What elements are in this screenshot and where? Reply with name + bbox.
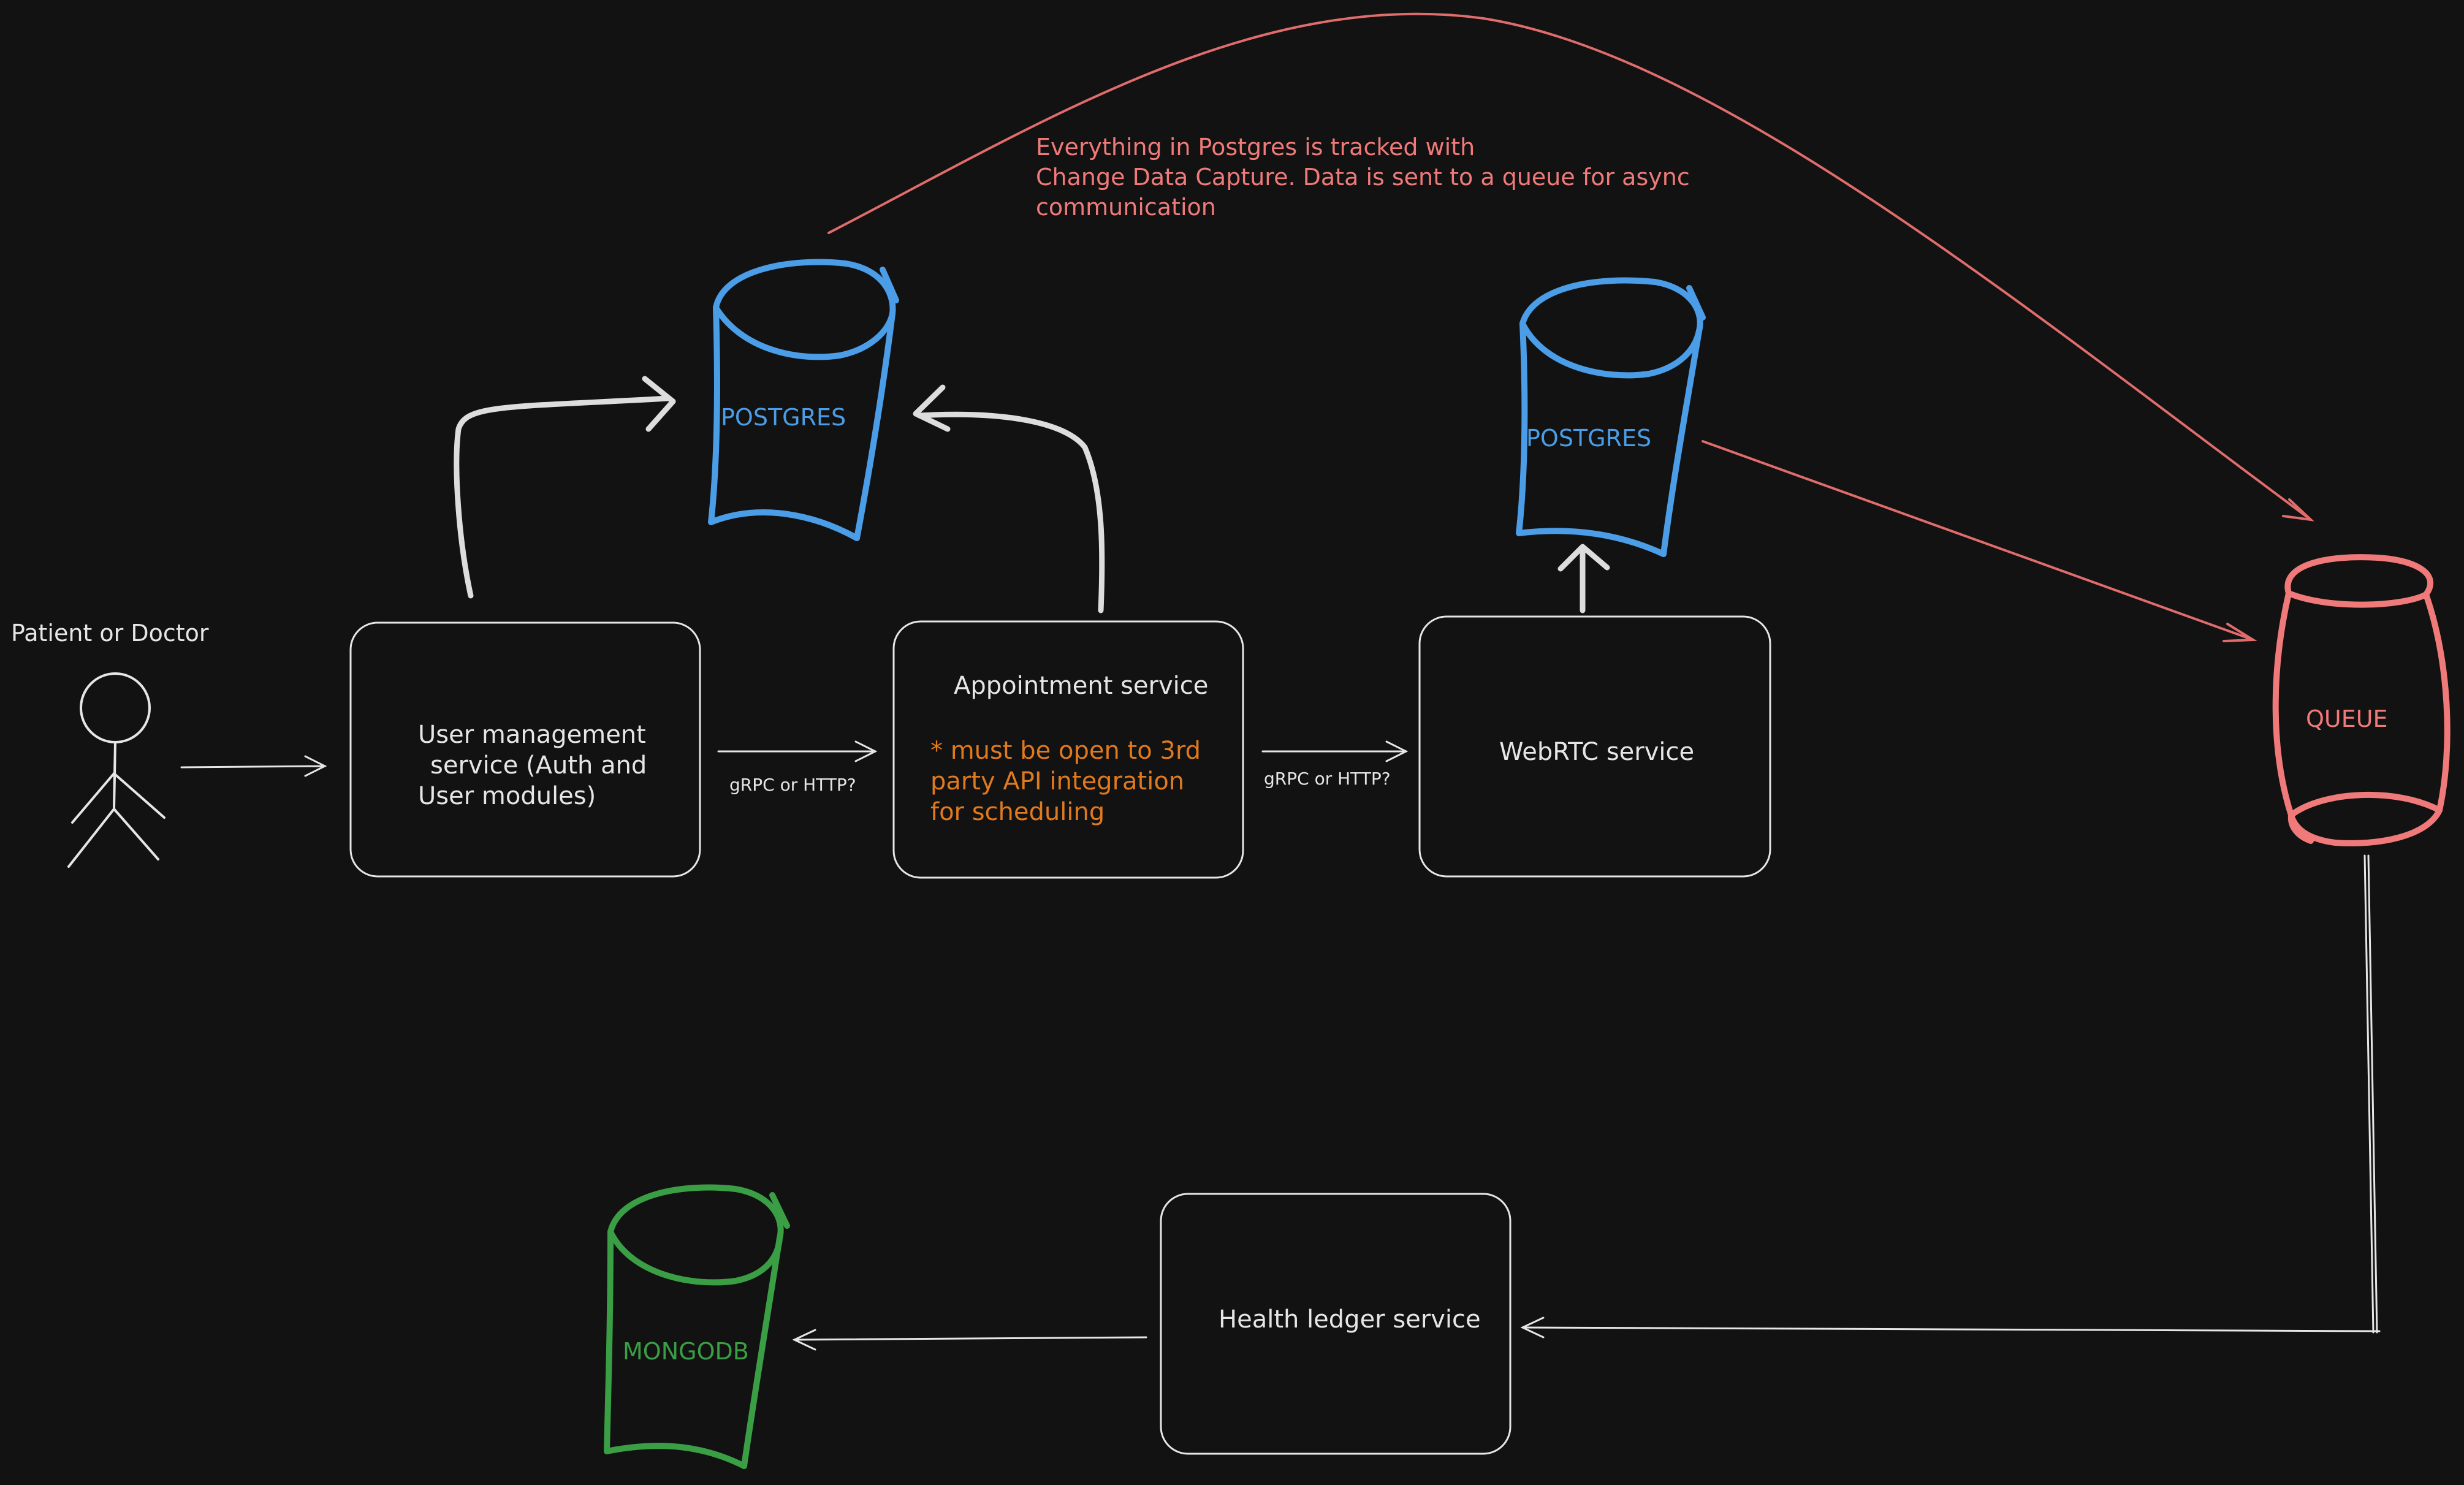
webrtc-service[interactable]: WebRTC service bbox=[1418, 615, 1771, 878]
user-management-service[interactable]: User management service (Auth and User m… bbox=[349, 621, 701, 878]
user-management-line1: User management bbox=[418, 721, 646, 749]
actor: Patient or Doctor bbox=[11, 620, 209, 868]
cdc-annotation-line1: Everything in Postgres is tracked with bbox=[1036, 134, 1475, 161]
cdc-annotation: Everything in Postgres is tracked with C… bbox=[1036, 134, 1690, 221]
cdc-annotation-line3: communication bbox=[1036, 194, 1216, 221]
user-management-line3: User modules) bbox=[418, 782, 596, 810]
appointment-to-webrtc-arrow bbox=[1261, 740, 1409, 762]
health-ledger-title: Health ledger service bbox=[1219, 1305, 1481, 1334]
appointment-service[interactable]: Appointment service * must be open to 3r… bbox=[892, 620, 1244, 879]
database-cylinder-icon bbox=[708, 259, 899, 541]
appointment-to-postgres-arrow bbox=[913, 384, 1105, 613]
actor-label: Patient or Doctor bbox=[11, 620, 209, 647]
appointment-title: Appointment service bbox=[954, 672, 1208, 700]
stick-figure-icon bbox=[67, 672, 165, 868]
appointment-to-webrtc-label: gRPC or HTTP? bbox=[1264, 769, 1391, 789]
queue-to-health-ledger-arrow bbox=[1520, 854, 2381, 1339]
user-to-appointment-arrow bbox=[717, 740, 878, 762]
cdc-arc-arrow bbox=[827, 12, 2314, 522]
postgres-webrtc-label: POSTGRES bbox=[1526, 425, 1651, 452]
webrtc-to-postgres-arrow bbox=[1557, 544, 1610, 613]
database-cylinder-icon bbox=[1516, 277, 1706, 557]
queue-cylinder-icon bbox=[2272, 554, 2451, 846]
webrtc-title: WebRTC service bbox=[1499, 738, 1694, 766]
postgres-to-queue-arrow bbox=[1702, 440, 2257, 642]
appointment-note-line1: * must be open to 3rd bbox=[930, 737, 1201, 765]
appointment-note-line3: for scheduling bbox=[930, 798, 1105, 826]
health-ledger-service[interactable]: Health ledger service bbox=[1160, 1193, 1511, 1455]
actor-to-user-arrow bbox=[180, 755, 327, 777]
appointment-note-line2: party API integration bbox=[930, 767, 1184, 796]
database-cylinder-icon bbox=[604, 1184, 790, 1469]
postgres-main: POSTGRES bbox=[708, 259, 899, 541]
user-to-postgres-arrow bbox=[454, 376, 676, 599]
postgres-webrtc: POSTGRES bbox=[1516, 277, 1706, 557]
postgres-main-label: POSTGRES bbox=[721, 404, 846, 431]
health-ledger-to-mongodb-arrow bbox=[792, 1329, 1147, 1351]
queue-label: QUEUE bbox=[2306, 705, 2388, 732]
mongodb-label: MONGODB bbox=[623, 1338, 749, 1365]
user-to-appointment-label: gRPC or HTTP? bbox=[729, 775, 856, 795]
mongodb: MONGODB bbox=[604, 1184, 790, 1469]
queue: QUEUE bbox=[2272, 554, 2451, 846]
user-management-line2: service (Auth and bbox=[430, 751, 647, 780]
cdc-annotation-line2: Change Data Capture. Data is sent to a q… bbox=[1036, 164, 1690, 191]
